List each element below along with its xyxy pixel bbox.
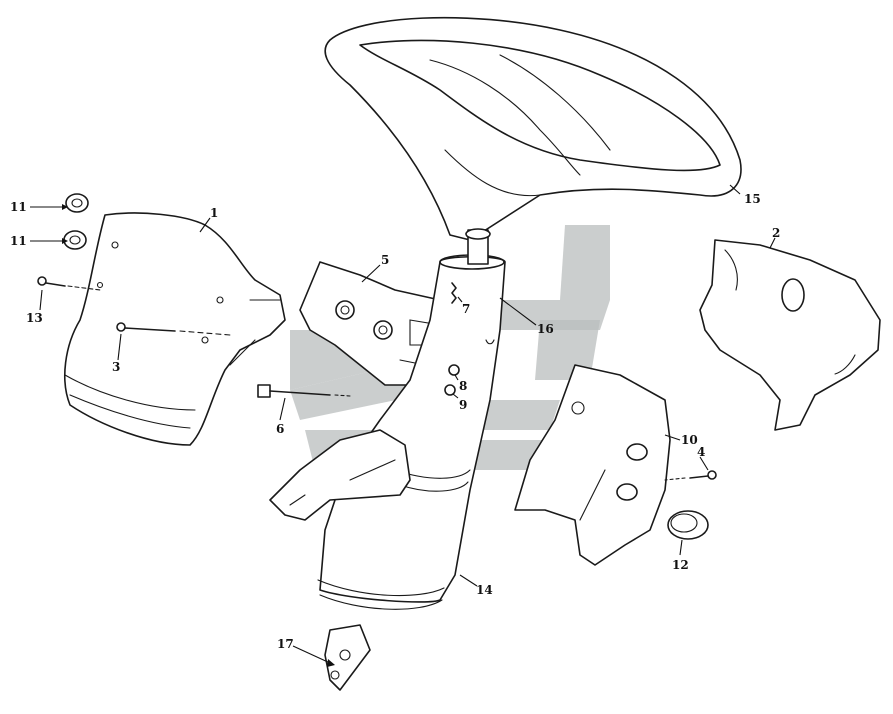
- callout-10: 10: [681, 433, 698, 447]
- callout-17: 17: [277, 637, 294, 651]
- callout-5: 5: [381, 253, 389, 267]
- callout-9: 9: [459, 398, 467, 412]
- callout-1: 1: [210, 206, 218, 220]
- leader-lines: [30, 184, 776, 667]
- spring-7: [451, 282, 457, 304]
- callout-6: 6: [276, 422, 284, 436]
- callout-3: 3: [112, 360, 120, 374]
- callout-12: 12: [672, 558, 689, 572]
- callout-14: 14: [476, 583, 493, 597]
- left-shroud: [64, 212, 286, 446]
- callout-11-upper: 11: [10, 200, 27, 214]
- screw-13: [37, 276, 101, 291]
- callout-2: 2: [772, 226, 780, 240]
- right-shroud-lower: [514, 364, 671, 566]
- callout-13: 13: [26, 311, 43, 325]
- steering-wheel: [324, 16, 742, 241]
- screw-4: [664, 470, 717, 481]
- nut-upper: [65, 193, 89, 213]
- steering-column: [269, 254, 506, 610]
- nut-lower: [63, 230, 87, 250]
- callout-7: 7: [462, 302, 470, 316]
- right-shroud-upper: [699, 239, 881, 431]
- screw-3: [116, 322, 231, 336]
- clip-8: [448, 364, 460, 376]
- bolt-6: [257, 384, 351, 398]
- upper-shaft: [465, 228, 491, 265]
- callout-labels: 11 11 1 13 3 5 6 7 8 9 16 14 15 2 10 4 1…: [10, 192, 780, 651]
- callout-16: 16: [537, 322, 554, 336]
- washer-9: [444, 384, 456, 396]
- callout-8: 8: [459, 379, 467, 393]
- callout-4: 4: [697, 445, 705, 459]
- callout-15: 15: [744, 192, 761, 206]
- cap-12: [667, 510, 709, 540]
- callout-11-lower: 11: [10, 234, 27, 248]
- universal-joint: [324, 624, 371, 691]
